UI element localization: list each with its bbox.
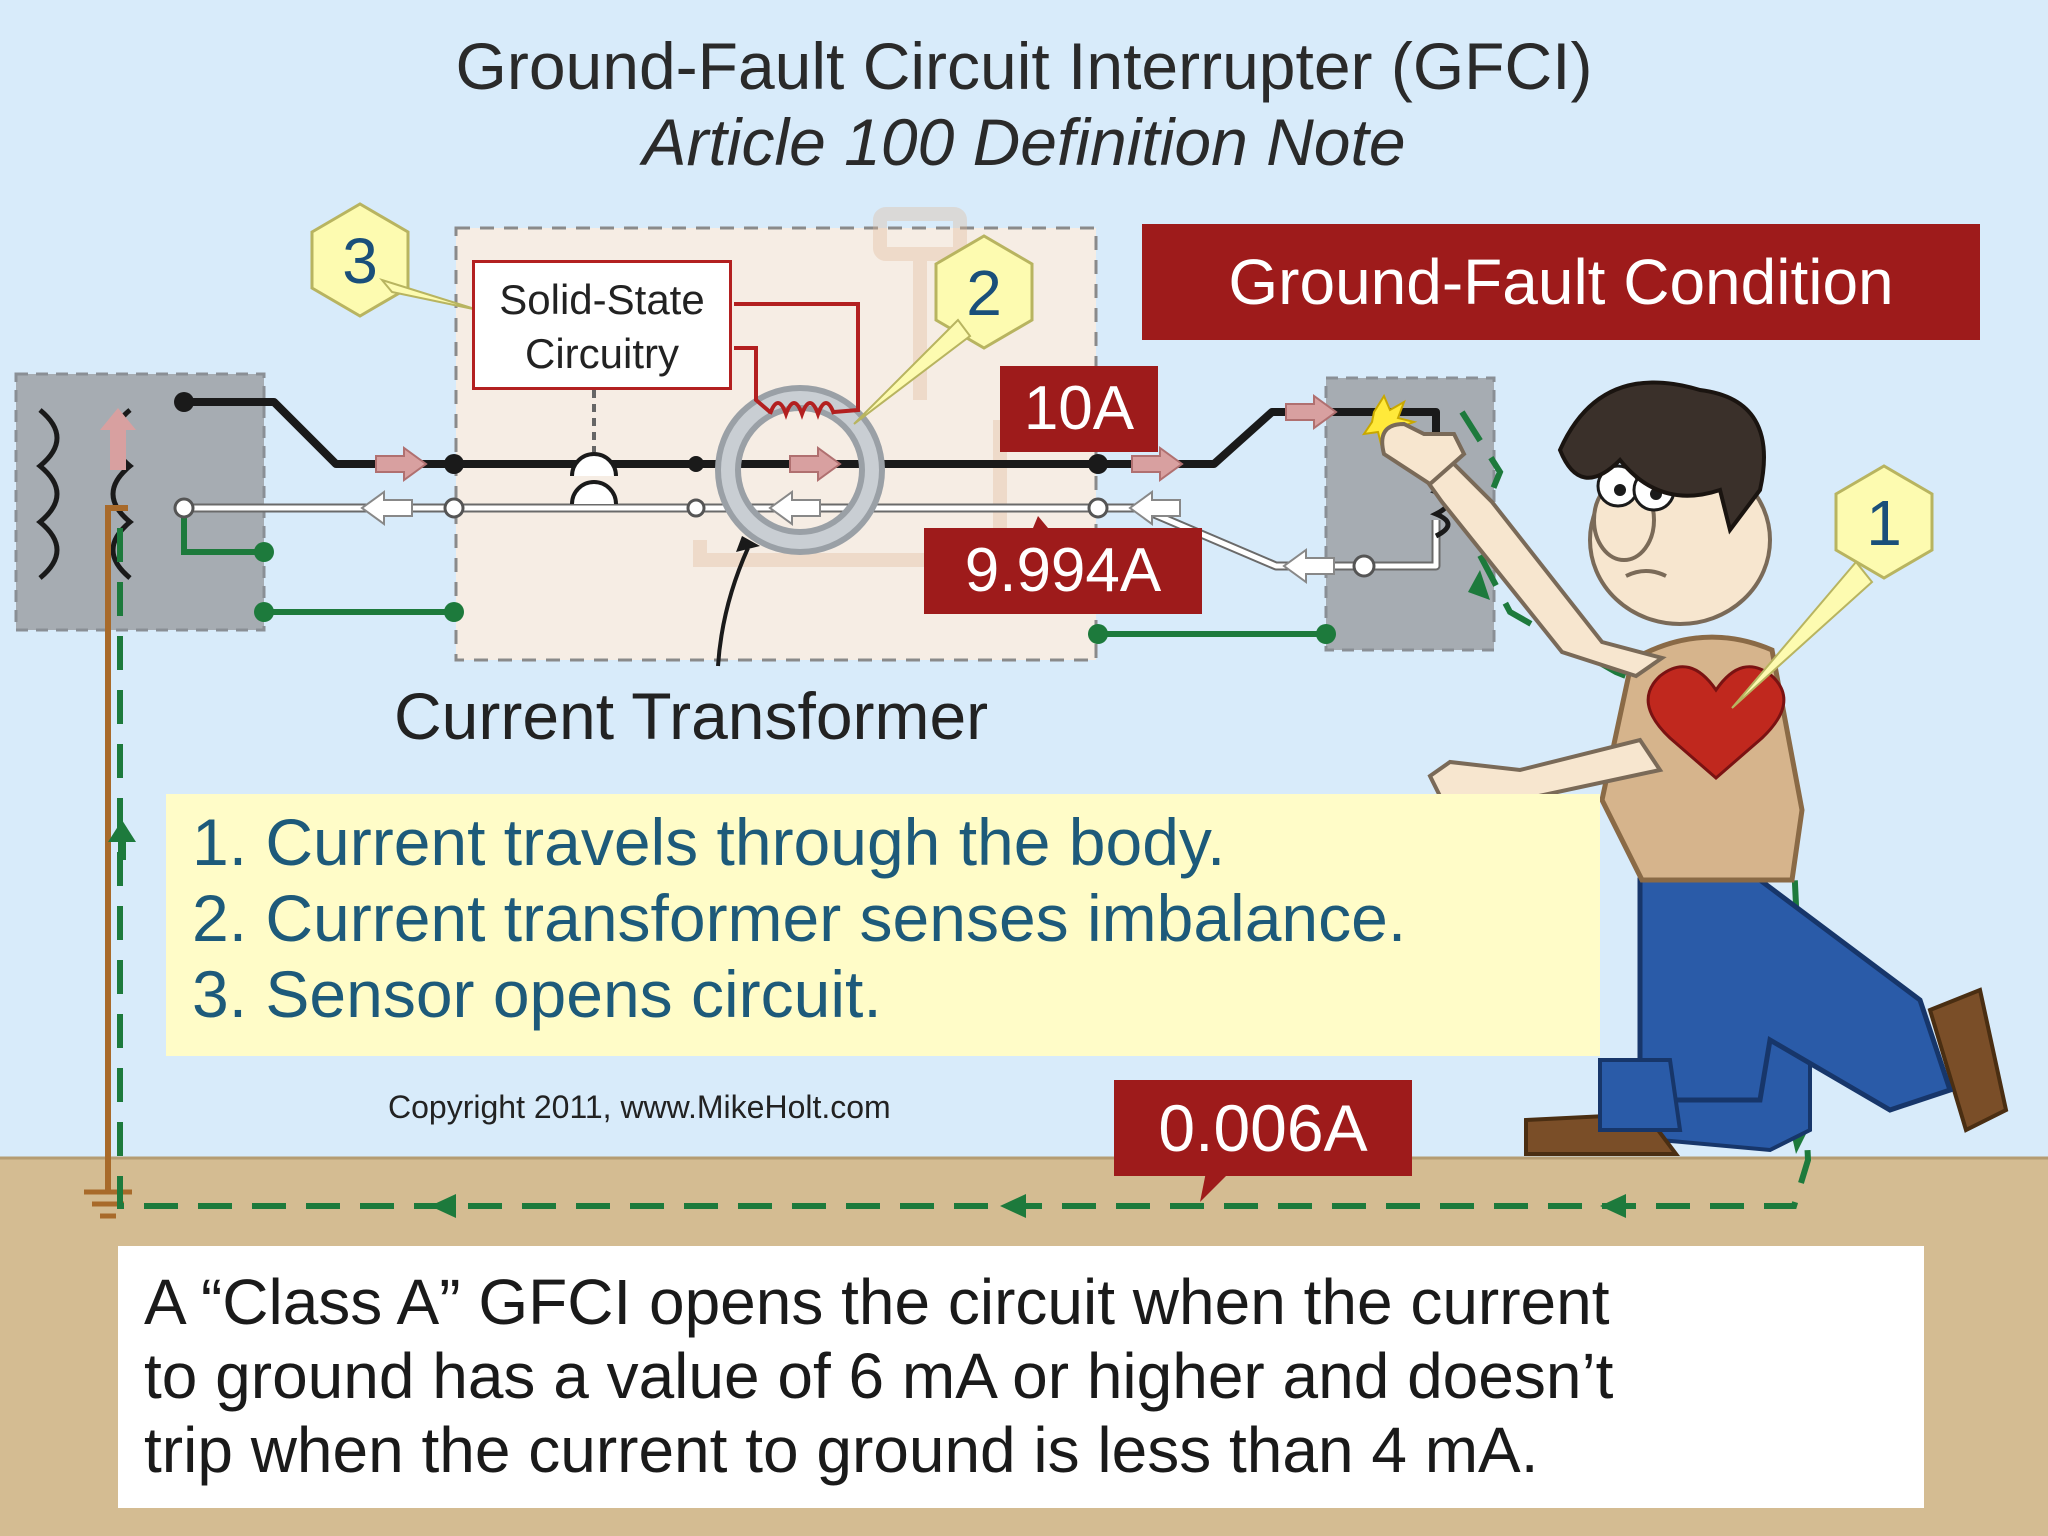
- current-transformer-label: Current Transformer: [394, 679, 989, 753]
- grounding-conductor: [105, 505, 128, 1190]
- callout-1: [1731, 464, 1934, 709]
- callout-1-number: 1: [1866, 487, 1902, 559]
- callout-3: [310, 202, 479, 318]
- step-3: 3. Sensor opens circuit.: [192, 957, 882, 1031]
- person-illustration: [1380, 380, 2009, 1156]
- step-1: 1. Current travels through the body.: [192, 805, 1226, 879]
- heart-icon: [1646, 665, 1786, 780]
- neutral-current-label: 9.994A: [924, 528, 1202, 614]
- solid-state-line-2: Circuitry: [525, 330, 679, 377]
- ground-fault-banner: Ground-Fault Condition: [1142, 224, 1980, 340]
- callout-2-number: 2: [966, 257, 1002, 329]
- rule-line-1: A “Class A” GFCI opens the circuit when …: [144, 1266, 1610, 1338]
- page-subtitle: Article 100 Definition Note: [642, 105, 1406, 179]
- ground-current-label: 0.006A: [1114, 1080, 1412, 1176]
- class-a-rule-box: A “Class A” GFCI opens the circuit when …: [118, 1246, 1924, 1508]
- page-title: Ground-Fault Circuit Interrupter (GFCI): [455, 29, 1593, 103]
- callout-3-number: 3: [342, 225, 378, 297]
- solid-state-circuitry-label: Solid-State Circuitry: [472, 260, 732, 390]
- callout-2: [853, 234, 1034, 425]
- steps-box: 1. Current travels through the body. 2. …: [166, 794, 1600, 1056]
- hot-current-label: 10A: [1000, 366, 1158, 452]
- step-2: 2. Current transformer senses imbalance.: [192, 881, 1407, 955]
- rule-line-2: to ground has a value of 6 mA or higher …: [144, 1340, 1614, 1412]
- copyright: Copyright 2011, www.MikeHolt.com: [388, 1089, 891, 1125]
- solid-state-line-1: Solid-State: [499, 276, 705, 323]
- rule-line-3: trip when the current to ground is less …: [144, 1414, 1539, 1486]
